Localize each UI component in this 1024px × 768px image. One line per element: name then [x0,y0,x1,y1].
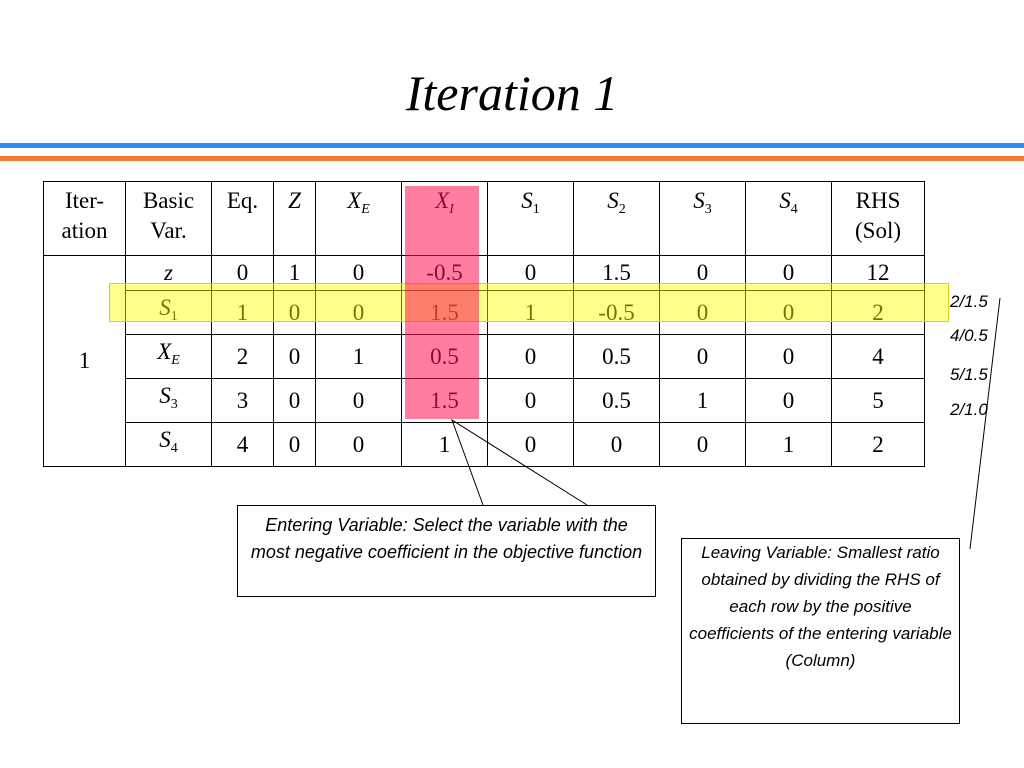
table-cell: 0 [487,255,574,291]
header-s4: S4 [745,181,832,256]
table-cell: 4 [831,334,925,379]
basic-var-cell: S3 [125,378,212,423]
table-cell: 0 [487,334,574,379]
header-xi: XI [401,181,488,256]
table-cell: 0 [211,255,274,291]
table-cell: 2 [831,422,925,467]
table-cell: 0 [273,422,316,467]
table-cell: 0.5 [573,378,660,423]
table-cell: 1 [273,255,316,291]
table-cell: 1 [211,290,274,335]
table-cell: 0 [659,334,746,379]
table-cell: 1 [745,422,832,467]
basic-var-cell: XE [125,334,212,379]
table-row: S4 4 0 0 1 0 0 0 1 2 [44,422,925,467]
table-cell: 1.5 [573,255,660,291]
leaving-variable-callout: Leaving Variable: Smallest ratio obtaine… [681,538,960,724]
table-row: S3 3 0 0 1.5 0 0.5 1 0 5 [44,378,925,423]
table-cell: 0 [745,378,832,423]
table-cell: 3 [211,378,274,423]
table-cell: 0 [315,378,402,423]
table-cell: 1 [401,422,488,467]
ratio-label: 5/1.5 [950,365,988,384]
table-cell: 0 [487,378,574,423]
ratio-label: 2/1.0 [950,400,988,419]
table-cell: 0 [487,422,574,467]
title-rule-blue [0,143,1024,148]
table-cell: 1 [487,290,574,335]
title-rule-orange [0,156,1024,161]
table-cell: 0 [315,422,402,467]
table-cell: 1.5 [401,290,488,335]
slide-title: Iteration 1 [405,65,619,121]
table-cell: 0 [745,334,832,379]
table-cell: 0 [745,290,832,335]
table-cell: 1.5 [401,378,488,423]
table-cell: 0 [659,290,746,335]
header-rhs: RHS(Sol) [831,181,925,256]
table-cell: 0 [273,290,316,335]
table-cell: 0 [273,334,316,379]
table-cell: 0.5 [573,334,660,379]
entering-variable-text: Entering Variable: Select the variable w… [250,515,643,562]
table-row: S1 1 0 0 1.5 1 -0.5 0 0 2 [44,290,925,335]
table-cell: 2 [831,290,925,335]
header-s3: S3 [659,181,746,256]
leaving-variable-text: Leaving Variable: Smallest ratio obtaine… [689,543,952,670]
table-cell: 4 [211,422,274,467]
header-z: Z [273,181,316,256]
table-cell: 2 [211,334,274,379]
table-cell: 0 [273,378,316,423]
table-row: XE 2 0 1 0.5 0 0.5 0 0 4 [44,334,925,379]
ratio-label: 4/0.5 [950,326,988,345]
basic-var-cell: z [125,255,212,291]
entering-variable-callout: Entering Variable: Select the variable w… [237,505,656,597]
header-eq: Eq. [211,181,274,256]
table-cell: 0 [573,422,660,467]
table-cell: 0 [659,255,746,291]
header-xe: XE [315,181,402,256]
table-cell: 12 [831,255,925,291]
table-cell: 1 [659,378,746,423]
basic-var-cell: S4 [125,422,212,467]
table-row: 1 z 0 1 0 -0.5 0 1.5 0 0 12 [43,255,925,467]
table-cell: -0.5 [573,290,660,335]
ratio-label: 2/1.5 [950,292,988,311]
table-cell: 0 [745,255,832,291]
header-s1: S1 [487,181,574,256]
table-cell: 5 [831,378,925,423]
table-cell: 0 [315,290,402,335]
header-s2: S2 [573,181,660,256]
table-cell: 0 [659,422,746,467]
table-cell: 0 [315,255,402,291]
table-cell: -0.5 [401,255,488,291]
table-cell: 1 [315,334,402,379]
basic-var-cell: S1 [125,290,212,335]
header-iteration: Iter-ation [43,181,126,256]
table-cell: 0.5 [401,334,488,379]
iteration-cell: 1 [43,255,126,467]
